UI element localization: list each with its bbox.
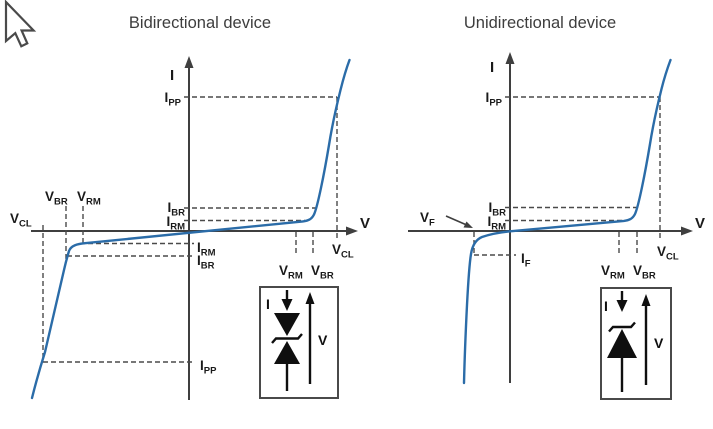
voltage-arrow-icon — [305, 292, 315, 384]
unidirectional-diode-symbol: I V — [600, 287, 672, 400]
iv-curve — [30, 58, 351, 400]
y-axis-label: I — [490, 59, 494, 76]
x-axis-label: V — [360, 215, 370, 232]
label-vcl: VCL — [657, 244, 679, 263]
label-vcl-pos: VCL — [332, 242, 354, 261]
label-ibr-neg: IBR — [197, 253, 215, 272]
label-vf: VF — [420, 210, 435, 229]
x-axis-label: V — [695, 215, 705, 232]
symbol-current-label: I — [604, 298, 608, 314]
label-irm-neg: IRM — [197, 240, 216, 259]
label-ibr: IBR — [489, 200, 507, 219]
label-vbr: VBR — [633, 263, 656, 282]
symbol-voltage-label: V — [318, 332, 328, 348]
y-axis-arrow-icon — [184, 56, 194, 68]
chart-title: Bidirectional device — [129, 14, 271, 32]
tvs-bidirectional-diode-icon — [271, 313, 303, 391]
label-ipp-neg: IPP — [200, 358, 217, 377]
bidirectional-chart: Bidirectional device I V IPP IBR IRM IRM… — [10, 14, 370, 400]
voltage-arrow-icon — [641, 294, 651, 385]
label-ibr-pos: IBR — [168, 200, 186, 219]
zener-diode-icon — [607, 321, 637, 392]
symbol-voltage-label: V — [654, 335, 664, 351]
chart-title: Unidirectional device — [464, 14, 616, 32]
current-arrow-icon — [616, 291, 628, 312]
label-irm: IRM — [487, 214, 506, 233]
mouse-cursor-icon — [4, 0, 37, 48]
label-vbr-neg: VBR — [45, 189, 68, 208]
label-vcl-neg: VCL — [10, 211, 32, 230]
iv-curve — [462, 58, 672, 385]
y-axis-label: I — [170, 67, 174, 84]
symbol-box — [600, 287, 672, 400]
bidirectional-diode-symbol: I V — [259, 286, 339, 399]
label-vrm-neg: VRM — [77, 189, 101, 208]
symbol-current-label: I — [266, 296, 270, 312]
label-irm-pos: IRM — [166, 214, 185, 233]
label-vrm-pos: VRM — [279, 263, 303, 282]
vf-callout-arrow-icon — [445, 215, 473, 228]
y-axis-arrow-icon — [505, 52, 515, 64]
label-vbr-pos: VBR — [311, 263, 334, 282]
x-axis-arrow-icon — [346, 226, 358, 236]
x-axis-arrow-icon — [681, 226, 693, 236]
label-ipp: IPP — [486, 90, 503, 109]
label-vrm: VRM — [601, 263, 625, 282]
label-if: IF — [521, 251, 531, 270]
unidirectional-chart: Unidirectional device I V IPP IBR IRM VF… — [408, 14, 705, 400]
label-ipp-pos: IPP — [165, 90, 182, 109]
current-arrow-icon — [281, 290, 293, 311]
